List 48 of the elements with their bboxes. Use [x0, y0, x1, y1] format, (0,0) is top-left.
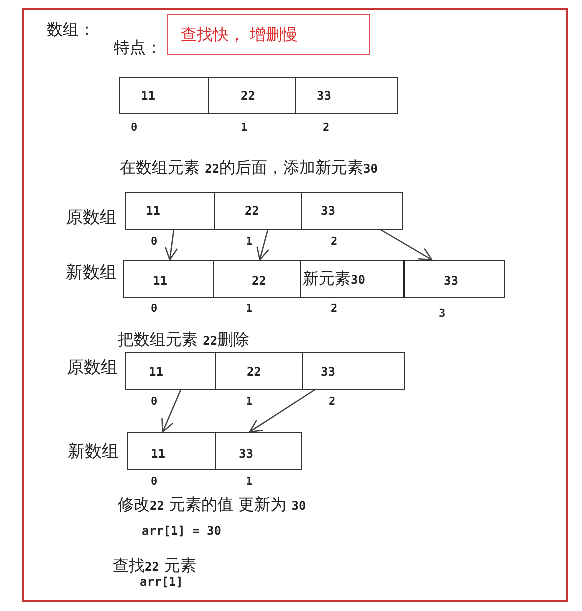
index-label: 2	[329, 396, 336, 408]
cell-value: 11	[151, 446, 166, 462]
index-label: 0	[151, 476, 158, 488]
index-label: 2	[331, 303, 338, 315]
cell-value: 33	[321, 203, 336, 219]
instruction-text: 查找22 元素	[113, 557, 197, 576]
feature-label: 特点：	[114, 39, 162, 57]
row-label: 原数组	[67, 359, 118, 377]
arrow	[249, 389, 316, 433]
index-label: 0	[151, 303, 158, 315]
index-label: 1	[246, 303, 253, 315]
instruction-text: 把数组元素 22删除	[118, 331, 250, 350]
cell-value: 11	[153, 273, 168, 289]
code-text: arr[1]	[140, 575, 184, 589]
index-label: 0	[151, 236, 158, 248]
arrow	[162, 390, 182, 433]
cell-value: 33	[239, 446, 254, 462]
instruction-text: 在数组元素 22的后面，添加新元素30	[120, 159, 378, 178]
arrow	[256, 230, 270, 261]
cell-value: 11	[141, 88, 156, 104]
row-label: 新数组	[68, 443, 119, 461]
cell-value: 新元素30	[303, 270, 366, 289]
index-label: 1	[246, 476, 253, 488]
index-label: 0	[151, 396, 158, 408]
title: 数组：	[47, 21, 95, 39]
cell-value: 33	[321, 364, 336, 380]
row-label: 原数组	[66, 209, 117, 227]
index-label: 3	[439, 308, 446, 320]
cell-value: 22	[241, 88, 256, 104]
arrow	[380, 229, 433, 261]
index-label: 2	[323, 122, 330, 134]
index-label: 0	[131, 122, 138, 134]
index-label: 1	[241, 122, 248, 134]
note-text: 查找快， 增删慢	[181, 25, 298, 45]
index-label: 1	[246, 396, 253, 408]
code-text: arr[1] = 30	[142, 524, 222, 538]
cell-value: 22	[252, 273, 266, 289]
cell-value: 22	[245, 203, 260, 219]
arrow	[165, 230, 178, 261]
cell-value: 33	[444, 273, 458, 289]
cell-value: 33	[317, 88, 332, 104]
cell-value: 11	[146, 203, 160, 219]
index-label: 1	[246, 236, 253, 248]
cell-value: 22	[247, 364, 262, 380]
index-label: 2	[331, 236, 338, 248]
instruction-text: 修改22 元素的值 更新为 30	[118, 496, 306, 515]
cell-value: 11	[149, 364, 164, 380]
row-label: 新数组	[66, 264, 117, 282]
